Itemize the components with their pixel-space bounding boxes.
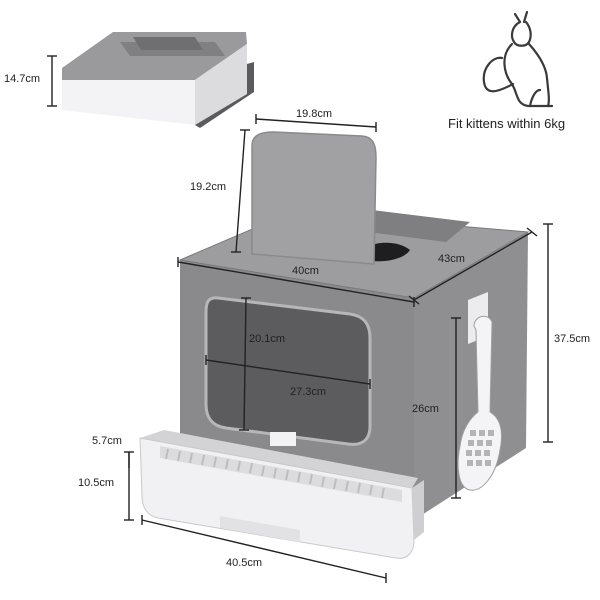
dim-flap-width: 19.8cm — [296, 108, 332, 120]
dim-scoop-height: 26cm — [412, 403, 439, 415]
top-flap — [251, 131, 377, 265]
dim-box-height: 37.5cm — [554, 333, 590, 345]
dim-door-width: 27.3cm — [290, 386, 326, 398]
dim-drawer-lip: 5.7cm — [92, 435, 122, 447]
dim-flap-height: 19.2cm — [190, 181, 226, 193]
drawer — [139, 430, 424, 559]
dim-drawer-width: 40.5cm — [226, 557, 262, 569]
cat-silhouette-icon — [482, 10, 554, 108]
measurement-lines — [47, 55, 553, 583]
dim-box-depth: 43cm — [438, 253, 465, 265]
scoop-icon — [457, 315, 503, 491]
dim-drawer-height: 10.5cm — [78, 477, 114, 489]
capacity-caption: Fit kittens within 6kg — [448, 116, 566, 131]
dim-lid-height: 14.7cm — [4, 73, 40, 85]
dim-box-width: 40cm — [292, 265, 319, 277]
lid-image — [62, 32, 254, 128]
dim-door-height: 20.1cm — [249, 333, 285, 345]
front-door — [204, 296, 372, 446]
